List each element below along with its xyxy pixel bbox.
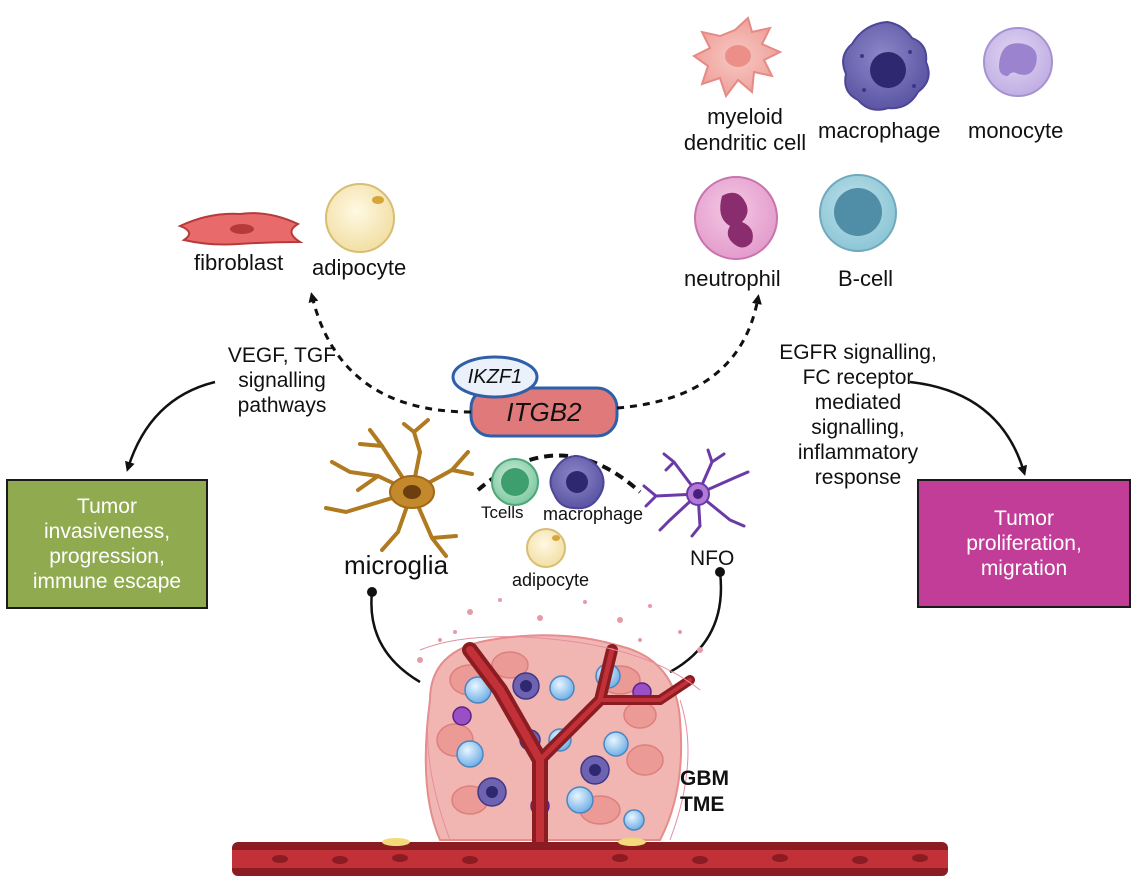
gbm-tme-illustration: [232, 598, 948, 876]
ikzf1-gene: [451, 355, 539, 399]
b-cell-label: B-cell: [838, 266, 894, 291]
microglia-label: microglia: [344, 550, 449, 580]
macrophage-label: macrophage: [818, 118, 941, 143]
adipocyte-top-icon: [325, 183, 395, 253]
right-outcome-box: Tumor proliferation, migration: [917, 479, 1131, 608]
gbm-tme-label: GBM TME: [680, 767, 729, 816]
nfo-icon: [642, 448, 750, 538]
arrow-to-fibroblast: [308, 292, 472, 414]
center-adipocyte-icon: [526, 528, 566, 568]
monocyte-icon: [983, 27, 1053, 97]
macrophage-icon: [842, 20, 930, 111]
neutrophil-label: neutrophil: [684, 266, 781, 291]
tcell-icon: [491, 458, 539, 506]
b-cell-icon: [819, 174, 897, 252]
center-macrophage-label: macrophage: [543, 504, 644, 524]
nfo-connector: [669, 571, 723, 674]
arrow-to-immune-cells: [616, 294, 762, 410]
microglia-connector: [370, 591, 421, 684]
left-outcome-box: Tumor invasiveness, progression, immune …: [6, 479, 208, 609]
right-pathway-label: EGFR signalling, FC receptor mediated si…: [779, 341, 937, 489]
itgb2-label: ITGB2: [506, 397, 582, 427]
myeloid-dendritic-cell-label: myeloid dendritic cell: [683, 104, 807, 155]
tcells-label: Tcells: [481, 503, 524, 522]
nfo-label: NFO: [690, 547, 735, 570]
microglia-connector-dot: [367, 587, 377, 597]
ikzf1-label: IKZF1: [467, 366, 523, 388]
arrow-to-left-outcome: [125, 380, 216, 472]
monocyte-label: monocyte: [968, 118, 1064, 143]
microglia-icon: [324, 418, 474, 558]
neutrophil-icon: [694, 176, 778, 260]
adipocyte-top-label: adipocyte: [312, 255, 407, 280]
myeloid-dendritic-cell-icon: [692, 16, 783, 99]
nfo-connector-dot: [715, 567, 725, 577]
left-pathway-label: VEGF, TGF signalling pathways: [227, 344, 337, 417]
dashed-arc-cells: [476, 453, 642, 494]
center-adipocyte-label: adipocyte: [512, 570, 590, 590]
fibroblast-icon: [177, 212, 304, 246]
fibroblast-label: fibroblast: [194, 250, 284, 275]
center-macrophage-icon: [549, 454, 605, 510]
arrow-to-right-outcome: [909, 380, 1028, 476]
